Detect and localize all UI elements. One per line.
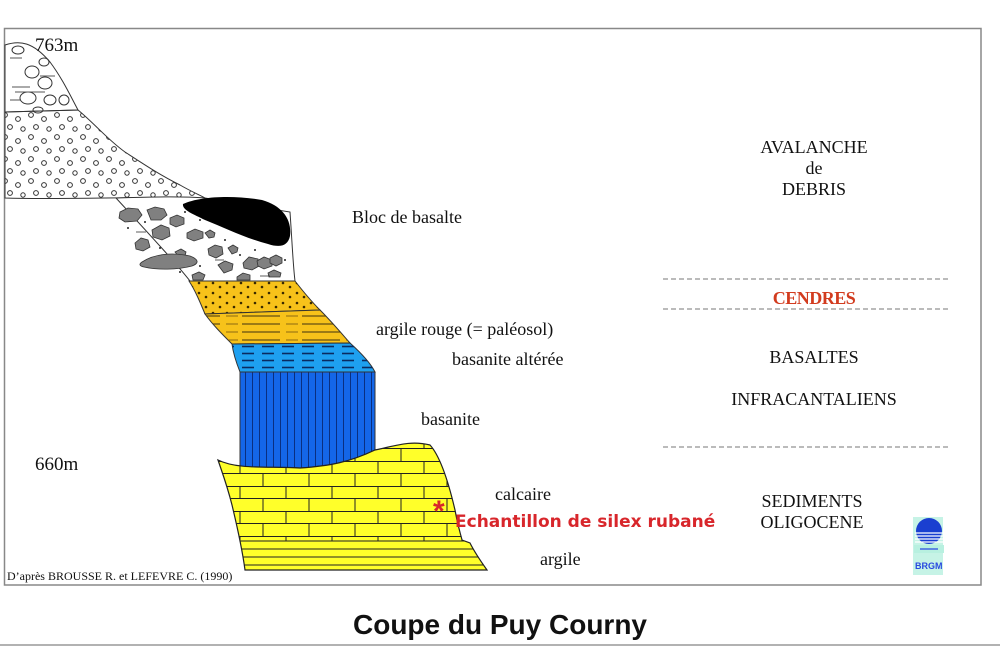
unit-avalanche-line2: de: [805, 158, 823, 178]
sample-label: Echantillon de silex rubané: [455, 512, 716, 532]
label-basanite: basanite: [421, 409, 480, 429]
figure-title: Coupe du Puy Courny: [353, 609, 647, 640]
unit-avalanche-line1: AVALANCHE: [760, 137, 868, 157]
unit-sediments-line1: SEDIMENTS: [761, 491, 863, 511]
sample-marker-icon: *: [433, 495, 445, 528]
source-credit: D’après BROUSSE R. et LEFEVRE C. (1990): [7, 569, 233, 583]
basanite-layer: [239, 371, 376, 469]
label-argile-rouge: argile rouge (= paléosol): [376, 319, 554, 339]
altitude-top-label: 763m: [35, 35, 79, 56]
unit-cendres: CENDRES: [772, 288, 856, 308]
label-basanite-alteree: basanite altérée: [452, 349, 564, 369]
label-bloc-de-basalte: Bloc de basalte: [352, 207, 462, 227]
avalanche-upper-block-layer: [4, 42, 79, 114]
altitude-bottom-label: 660m: [35, 454, 79, 475]
brgm-logo-text: BRGM: [915, 561, 943, 571]
label-argile: argile: [540, 549, 581, 569]
label-calcaire: calcaire: [495, 484, 551, 504]
basalt-block-shape: [182, 196, 291, 246]
unit-sediments-line2: OLIGOCENE: [760, 512, 864, 532]
avalanche-gravel-layer: [4, 109, 206, 200]
brgm-logo-icon: [913, 517, 944, 575]
unit-basaltes-line1: BASALTES: [769, 347, 859, 367]
unit-avalanche-line3: DEBRIS: [781, 179, 847, 199]
unit-basaltes-line2: INFRACANTALIENS: [731, 389, 897, 409]
figure-frame: [3, 27, 982, 586]
